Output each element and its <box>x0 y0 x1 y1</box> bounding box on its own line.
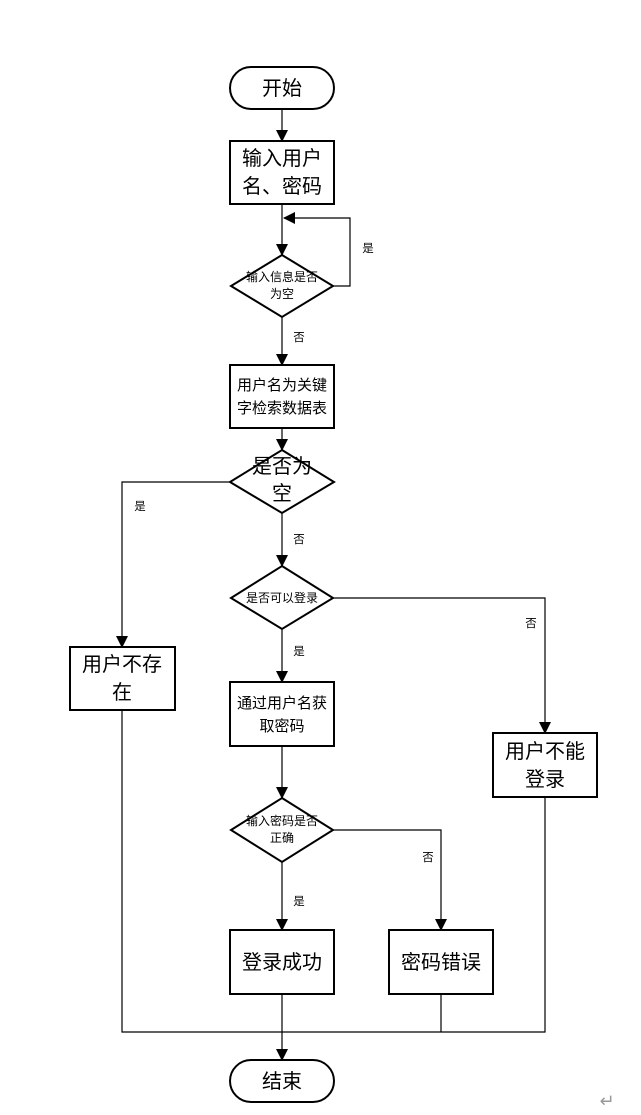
check-empty-line1: 输入信息是否 <box>246 269 318 284</box>
start-label: 开始 <box>262 76 302 100</box>
password-error-box: 密码错误 <box>388 929 494 995</box>
paragraph-mark: ↵ <box>599 1091 614 1112</box>
check-empty-line2: 为空 <box>270 287 294 301</box>
get-password-box: 通过用户名获 取密码 <box>229 681 335 747</box>
cannot-login-line1: 用户不能 <box>505 739 585 763</box>
edge-label-no: 否 <box>525 616 537 630</box>
password-error-label: 密码错误 <box>401 950 481 974</box>
edge-label-yes: 是 <box>362 241 374 255</box>
user-not-exist-line1: 用户不存 <box>82 652 162 676</box>
search-label-line1: 用户名为关键 <box>237 376 327 394</box>
login-success-box: 登录成功 <box>229 929 335 995</box>
get-password-line1: 通过用户名获 <box>237 694 327 712</box>
is-empty-line1: 是否为 <box>252 454 312 478</box>
end-label: 结束 <box>262 1069 302 1093</box>
edge-label-no: 否 <box>293 532 305 546</box>
edge-label-no: 否 <box>422 850 434 864</box>
cannot-login-box: 用户不能 登录 <box>492 732 598 798</box>
edge-label-yes: 是 <box>134 499 146 513</box>
can-login-decision: 是否可以登录 <box>229 564 335 631</box>
start-terminal: 开始 <box>229 66 335 110</box>
cannot-login-line2: 登录 <box>525 767 565 791</box>
user-not-exist-box: 用户不存 在 <box>69 646 176 711</box>
edge-cannot-login-to-end <box>282 797 546 1033</box>
pw-correct-line2: 正确 <box>270 831 294 845</box>
is-empty-decision: 是否为 空 <box>228 448 336 515</box>
edge-pw-correct-no <box>333 829 447 931</box>
user-not-exist-line2: 在 <box>112 680 132 704</box>
edge-check-empty-yes-loop <box>283 212 351 287</box>
edge-label-no: 否 <box>293 330 305 344</box>
edge-label-yes: 是 <box>293 644 305 658</box>
password-correct-decision: 输入密码是否 正确 <box>229 796 335 864</box>
search-label-line2: 字检索数据表 <box>237 399 327 417</box>
edge-label-yes: 是 <box>293 894 305 908</box>
edge-is-empty-yes <box>116 481 230 648</box>
search-table-box: 用户名为关键 字检索数据表 <box>229 364 335 429</box>
login-success-label: 登录成功 <box>242 950 322 974</box>
edge-user-not-exist-to-end <box>121 710 282 1033</box>
pw-correct-line1: 输入密码是否 <box>246 813 318 828</box>
get-password-line2: 取密码 <box>259 717 304 735</box>
input-credentials-box: 输入用户 名、密码 <box>229 140 335 205</box>
can-login-label: 是否可以登录 <box>246 590 318 605</box>
input-label-line1: 输入用户 <box>242 146 322 170</box>
check-input-empty-decision: 输入信息是否 为空 <box>229 253 335 319</box>
is-empty-line2: 空 <box>272 481 292 505</box>
end-terminal: 结束 <box>229 1059 335 1103</box>
input-label-line2: 名、密码 <box>242 174 322 198</box>
edge-can-login-no <box>333 597 551 734</box>
